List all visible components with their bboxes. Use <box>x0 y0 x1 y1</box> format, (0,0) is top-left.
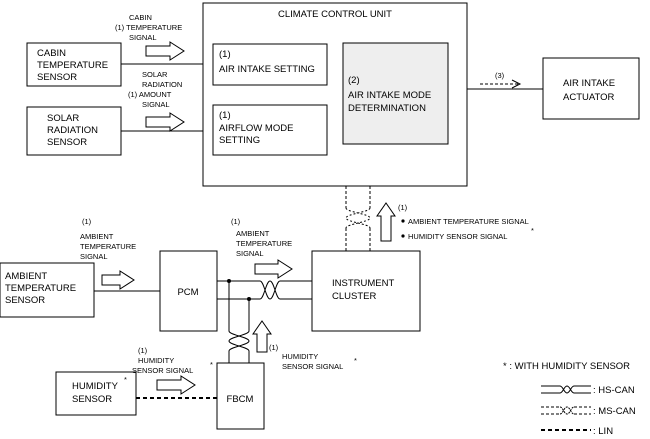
airflow-mode-setting-label-2: SETTING <box>219 135 260 146</box>
air-intake-mode-determination-number: (2) <box>348 75 360 86</box>
solar-sensor-label-3: SENSOR <box>47 137 87 148</box>
cluster-to-ccu-arrow <box>376 202 396 242</box>
climate-control-unit-label: CLIMATE CONTROL UNIT <box>278 9 392 20</box>
humidity-to-fbcm-star: * <box>210 360 213 369</box>
instrument-cluster-label-1: INSTRUMENT <box>332 278 394 289</box>
ambient-sensor-label-3: SENSOR <box>5 295 45 306</box>
solar-signal-label-3: (1) AMOUNT <box>128 90 172 99</box>
actuator-signal-label: (3) <box>495 71 505 80</box>
ambient-to-pcm-label-4: SIGNAL <box>80 252 108 261</box>
cabin-signal-label-3: SIGNAL <box>129 33 157 42</box>
fbcm-to-cluster-label-3: SENSOR SIGNAL <box>282 362 343 371</box>
legend-hs-can-symbol <box>541 385 591 394</box>
ambient-to-pcm-label-3: TEMPERATURE <box>80 242 136 251</box>
cluster-to-ccu-star: * <box>531 226 534 235</box>
air-intake-mode-determination-label-1: AIR INTAKE MODE <box>348 90 431 101</box>
pcm-label: PCM <box>177 287 198 298</box>
airflow-mode-setting-label-1: AIRFLOW MODE <box>219 123 293 134</box>
instrument-cluster-box <box>311 250 421 332</box>
cluster-to-ccu-item-2: HUMIDITY SENSOR SIGNAL <box>408 232 507 241</box>
cabin-sensor-label-3: SENSOR <box>37 72 77 83</box>
actuator-signal-arrowhead <box>511 79 522 89</box>
hs-can-bus-pcm-cluster <box>217 280 312 300</box>
legend-ms-can-label: : MS-CAN <box>593 406 636 417</box>
air-intake-mode-determination-label-2: DETERMINATION <box>348 103 426 114</box>
pcm-box <box>159 250 218 332</box>
ambient-temperature-sensor-box <box>0 262 95 318</box>
humidity-to-fbcm-arrow <box>156 375 196 395</box>
cabin-sensor-label-1: CABIN <box>37 48 66 59</box>
airflow-mode-setting-number: (1) <box>219 110 231 121</box>
solar-signal-arrow <box>145 112 185 132</box>
legend-lin-label: : LIN <box>593 426 613 437</box>
bullet-1 <box>401 219 405 223</box>
solar-signal-label-1: SOLAR <box>142 70 168 79</box>
cabin-signal-label-2: (1) TEMPERATURE <box>115 23 182 32</box>
solar-signal-label-4: SIGNAL <box>142 100 170 109</box>
fbcm-to-cluster-label-2: HUMIDITY <box>282 352 318 361</box>
air-intake-setting-number: (1) <box>219 49 231 60</box>
humidity-sensor-box <box>55 371 137 416</box>
fbcm-label: FBCM <box>227 394 254 405</box>
cabin-signal-arrow <box>145 41 185 61</box>
ambient-to-cluster-label-4: SIGNAL <box>236 249 264 258</box>
air-intake-mode-determination-box <box>342 42 449 145</box>
ms-can-bus-cluster-ccu <box>345 186 371 251</box>
air-intake-actuator-box <box>542 57 640 120</box>
solar-signal-label-2: RADIATION <box>142 80 182 89</box>
hs-can-bus-fbcm <box>227 279 251 363</box>
ambient-to-pcm-label-2: AMBIENT <box>80 232 114 241</box>
fbcm-to-cluster-arrow <box>252 320 272 353</box>
humidity-to-fbcm-label-2: HUMIDITY <box>138 356 174 365</box>
legend-ms-can-symbol <box>541 406 591 415</box>
air-intake-actuator-label-1: AIR INTAKE <box>563 78 615 89</box>
ambient-to-cluster-label-1: (1) <box>231 217 241 226</box>
ambient-to-cluster-label-3: TEMPERATURE <box>236 239 292 248</box>
cabin-signal-label-1: CABIN <box>129 13 152 22</box>
bullet-2 <box>401 234 405 238</box>
cluster-to-ccu-item-1: AMBIENT TEMPERATURE SIGNAL <box>408 217 529 226</box>
ambient-sensor-label-1: AMBIENT <box>5 271 47 282</box>
cabin-temperature-sensor-box <box>26 42 122 87</box>
ambient-to-cluster-arrow <box>254 259 293 279</box>
cabin-sensor-label-2: TEMPERATURE <box>37 60 108 71</box>
legend-footnote: * : WITH HUMIDITY SENSOR <box>503 361 630 372</box>
solar-sensor-label-2: RADIATION <box>47 125 98 136</box>
humidity-sensor-label-2: SENSOR <box>72 394 112 405</box>
humidity-sensor-star: * <box>124 375 127 384</box>
air-intake-actuator-label-2: ACTUATOR <box>563 92 615 103</box>
solar-radiation-sensor-box <box>26 106 122 156</box>
humidity-to-fbcm-label-1: (1) <box>138 346 148 355</box>
airflow-mode-setting-box <box>212 104 328 156</box>
humidity-to-fbcm-label-3: SENSOR SIGNAL <box>132 366 193 375</box>
fbcm-box <box>216 362 265 430</box>
fbcm-to-cluster-label-1: (1) <box>269 343 279 352</box>
ambient-sensor-label-2: TEMPERATURE <box>5 283 76 294</box>
legend-hs-can-label: : HS-CAN <box>593 385 635 396</box>
fbcm-to-cluster-star: * <box>354 356 357 365</box>
air-intake-setting-label: AIR INTAKE SETTING <box>219 64 315 75</box>
ambient-to-cluster-label-2: AMBIENT <box>236 229 270 238</box>
instrument-cluster-label-2: CLUSTER <box>332 291 376 302</box>
humidity-sensor-label-1: HUMIDITY <box>72 381 119 392</box>
air-intake-setting-box <box>212 43 328 86</box>
cluster-to-ccu-number: (1) <box>398 203 408 212</box>
solar-sensor-label-1: SOLAR <box>47 113 79 124</box>
ambient-to-pcm-label-1: (1) <box>82 217 92 226</box>
ambient-to-pcm-arrow <box>101 270 135 290</box>
